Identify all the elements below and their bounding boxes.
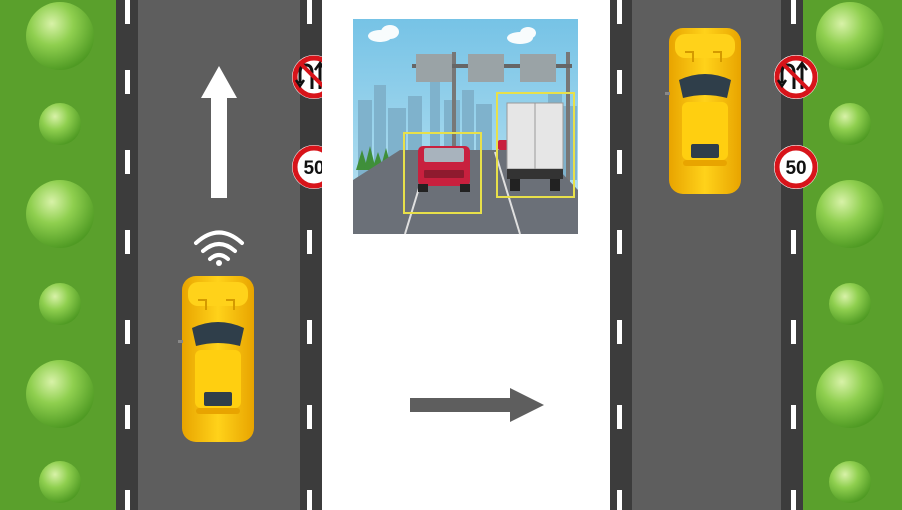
car-left	[177, 275, 255, 443]
detection-box-car	[403, 132, 482, 214]
speed-sign-right-label-top: 50	[785, 158, 806, 179]
detection-view	[353, 19, 578, 235]
bushes-right	[816, 2, 884, 503]
speed-sign-left: 50	[292, 145, 336, 189]
up-arrow-icon	[201, 66, 237, 198]
bushes-left	[26, 2, 94, 503]
wifi-icon	[194, 230, 244, 266]
car-right	[664, 27, 742, 195]
grass-left	[0, 0, 116, 510]
right-arrow-icon	[410, 388, 544, 422]
detection-box-truck	[496, 92, 575, 198]
speed-sign-left-label: 50	[303, 158, 324, 179]
